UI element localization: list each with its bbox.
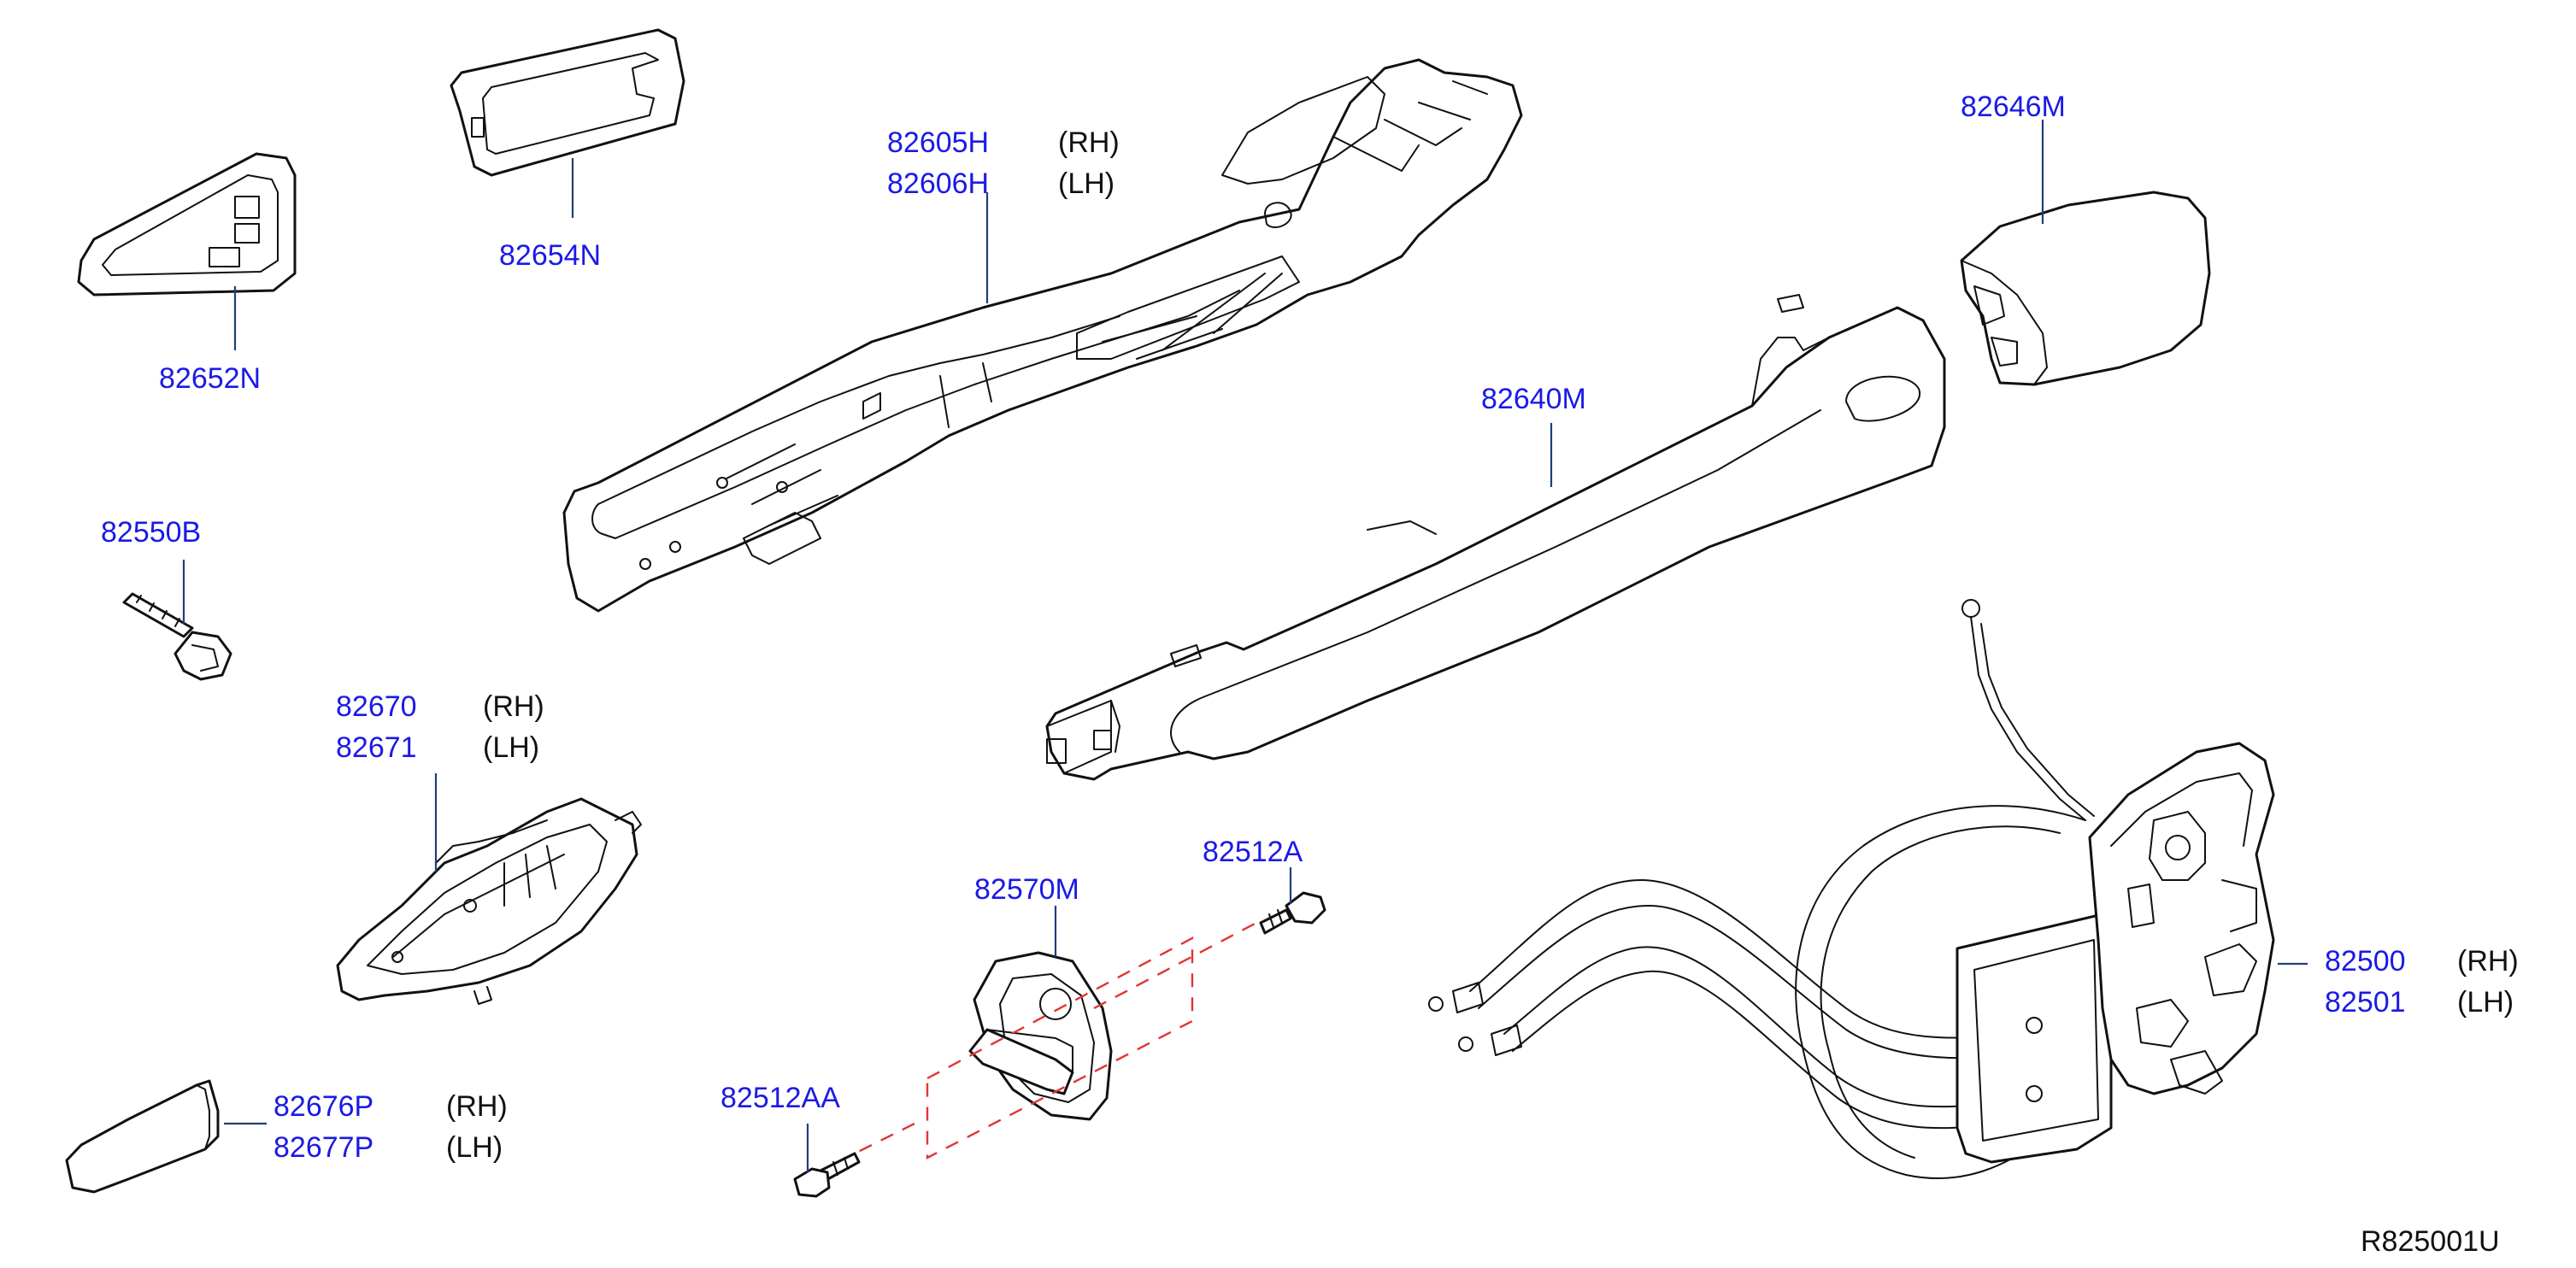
side-label-lh: (LH): [446, 1131, 503, 1164]
gasket-82652n: [77, 152, 297, 350]
screw-82512a: [1259, 867, 1326, 935]
gasket-82654n: [450, 28, 685, 218]
part-number-82605h: 82605H: [887, 126, 990, 159]
diagram-reference-code: R825001U: [2361, 1225, 2500, 1258]
part-number-82606h: 82606H: [887, 167, 990, 200]
part-number-82570m: 82570M: [974, 873, 1079, 906]
part-number-82512a: 82512A: [1203, 836, 1303, 868]
part-number-82652n: 82652N: [159, 362, 262, 395]
handle-bracket-82605h: [562, 58, 1523, 613]
screw-82512aa: [793, 1124, 861, 1198]
part-number-82654n: 82654N: [499, 239, 602, 272]
escutcheon-cap-82676p: [65, 1079, 267, 1194]
part-number-82671: 82671: [336, 731, 417, 764]
side-label-lh: (LH): [1058, 167, 1115, 200]
striker-82570m: [837, 906, 1257, 1164]
part-number-82640m: 82640M: [1481, 383, 1586, 415]
part-number-82646m: 82646M: [1961, 91, 2066, 123]
side-label-rh: (RH): [1058, 126, 1120, 159]
part-number-82677p: 82677P: [273, 1131, 374, 1164]
part-number-82501: 82501: [2325, 986, 2406, 1019]
bolt-82550b: [122, 560, 232, 681]
part-number-82676p: 82676P: [273, 1090, 374, 1123]
side-label-rh: (RH): [446, 1090, 508, 1123]
part-number-82670: 82670: [336, 690, 417, 723]
handle-cap-82646m: [1960, 120, 2211, 386]
side-label-lh: (LH): [483, 731, 540, 764]
part-number-82512aa: 82512AA: [720, 1082, 840, 1114]
outside-handle-82640m: [1045, 294, 1946, 781]
side-label-rh: (RH): [483, 690, 544, 723]
door-lock-82500: [1428, 599, 2308, 1179]
inside-handle-82670: [336, 773, 642, 1005]
side-label-lh: (LH): [2457, 986, 2514, 1019]
part-number-82500: 82500: [2325, 945, 2406, 977]
side-label-rh: (RH): [2457, 945, 2519, 977]
part-number-82550b: 82550B: [101, 516, 202, 549]
